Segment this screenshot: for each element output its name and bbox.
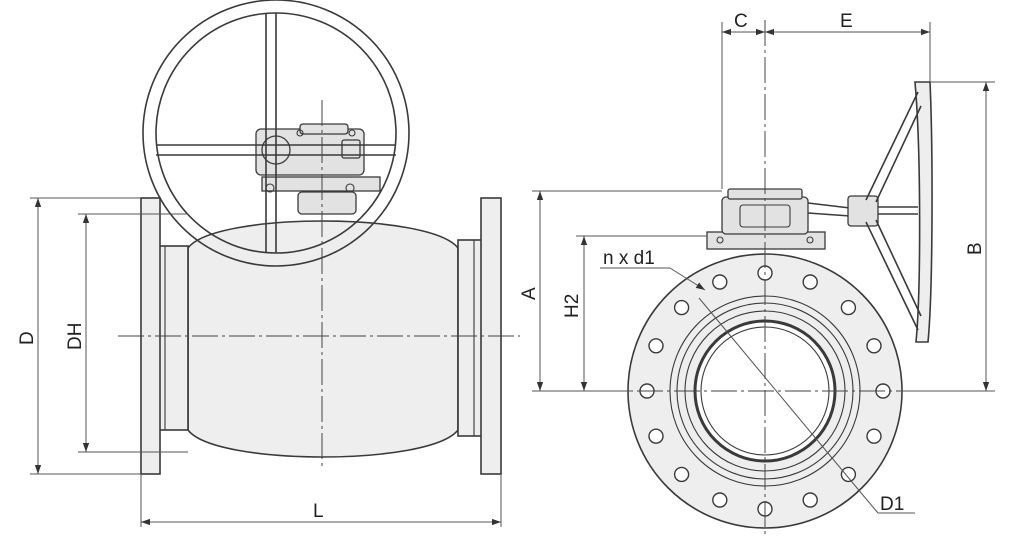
handwheel-rim xyxy=(142,0,410,267)
bolt-hole xyxy=(802,274,818,290)
bolt-hole xyxy=(673,299,690,316)
handwheel-spoke-top xyxy=(865,91,919,201)
dim-label-DH: DH xyxy=(65,323,86,350)
bolt-hole xyxy=(712,274,728,290)
dim-label-B: B xyxy=(965,242,986,255)
bolt-hole xyxy=(712,492,728,508)
handwheel-spokes xyxy=(156,13,396,253)
bolt-hole xyxy=(802,492,818,508)
bolt-hole xyxy=(648,338,664,354)
dim-label-H2: H2 xyxy=(562,294,583,318)
bolt-hole xyxy=(840,299,857,316)
gearbox-cap xyxy=(299,123,349,135)
dim-label-D1: D1 xyxy=(880,494,904,515)
handwheel-side xyxy=(914,81,933,343)
dim-label-E: E xyxy=(840,11,853,32)
gearbox-base xyxy=(297,191,357,215)
shaft-coupling xyxy=(847,195,879,227)
handwheel-spoke-bottom xyxy=(865,221,919,331)
bolt-hole xyxy=(673,466,690,483)
dim-label-D: D xyxy=(17,331,38,345)
right-neck xyxy=(457,239,483,437)
bolt-hole xyxy=(648,428,664,444)
left-neck xyxy=(157,245,189,431)
front-view: C E n x d1 D1 A H2 B xyxy=(519,11,995,535)
side-view: L D DH xyxy=(17,0,520,527)
dim-label-C: C xyxy=(734,11,748,32)
d1-dimension-line xyxy=(698,297,863,495)
bolt-hole xyxy=(840,466,857,483)
dim-label-A: A xyxy=(519,287,540,300)
gearbox-plate xyxy=(261,176,381,192)
bolt-hole xyxy=(866,428,882,444)
bolt-hole xyxy=(866,338,882,354)
dim-label-nxd1: n x d1 xyxy=(603,248,655,269)
dim-label-L: L xyxy=(313,501,324,522)
